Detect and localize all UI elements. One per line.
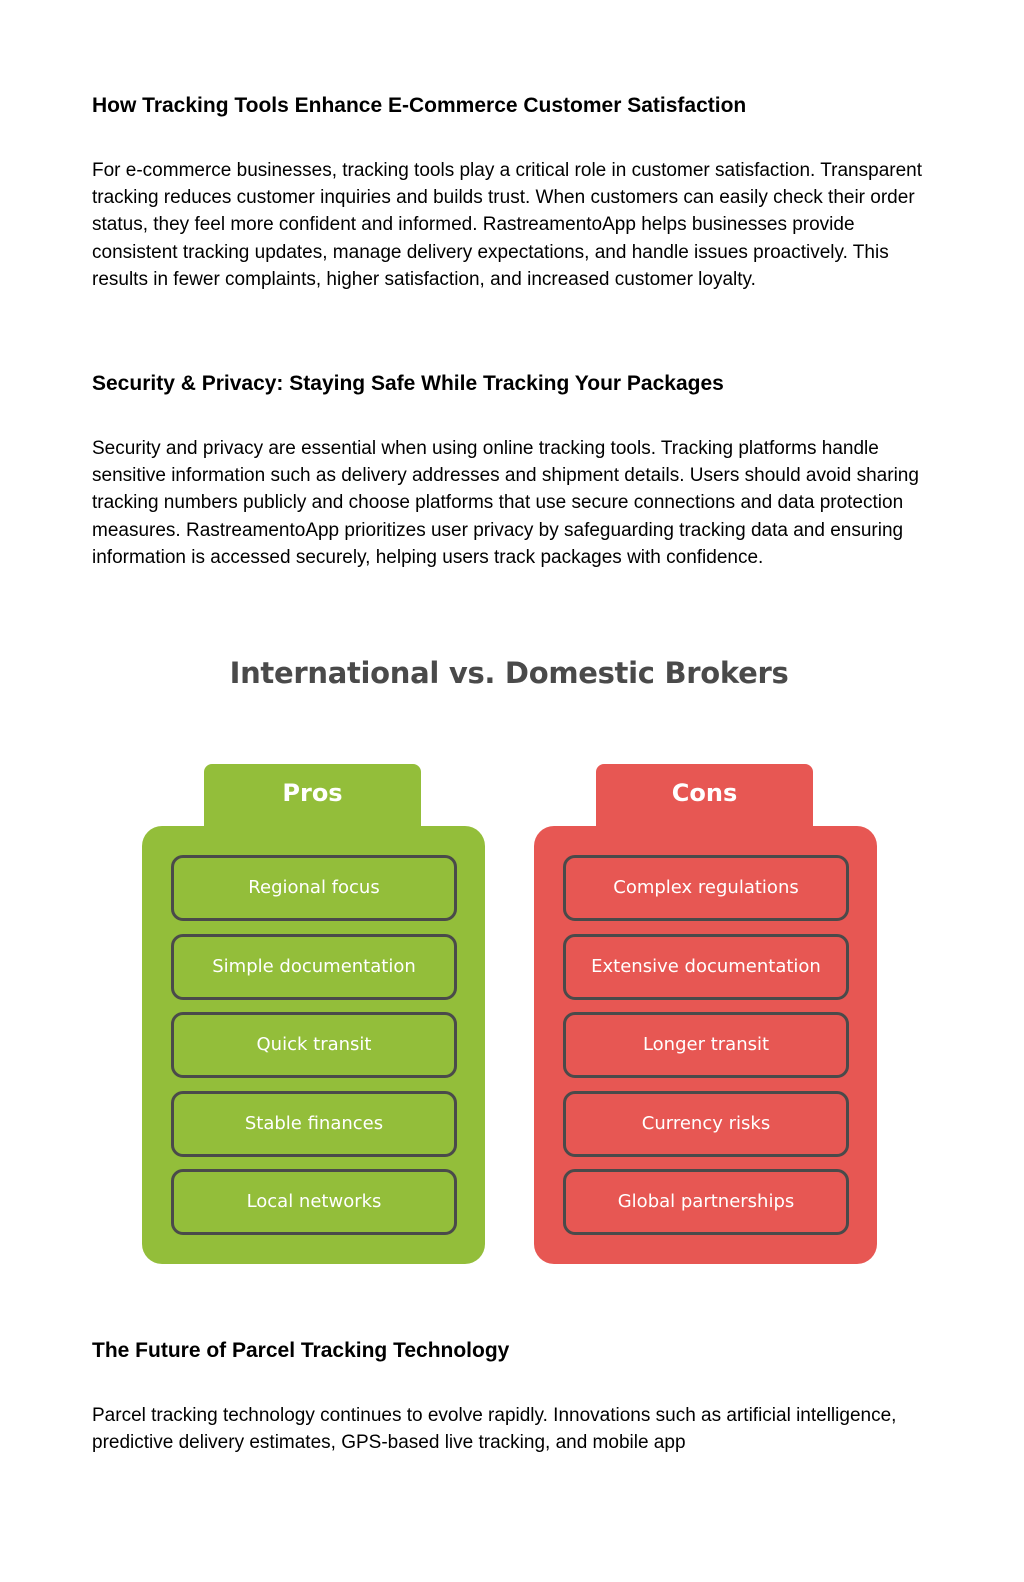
pros-header: Pros xyxy=(204,764,421,826)
pros-item: Regional focus xyxy=(171,855,457,921)
pros-item: Stable finances xyxy=(171,1091,457,1157)
cons-item: Global partnerships xyxy=(563,1169,849,1235)
cons-header: Cons xyxy=(596,764,813,826)
pros-item: Quick transit xyxy=(171,1012,457,1078)
section-paragraph-ecommerce: For e-commerce businesses, tracking tool… xyxy=(92,160,922,290)
section-heading-security: Security & Privacy: Staying Safe While T… xyxy=(92,372,724,395)
section-paragraph-future: Parcel tracking technology continues to … xyxy=(92,1405,897,1454)
section-heading-ecommerce: How Tracking Tools Enhance E-Commerce Cu… xyxy=(92,94,747,117)
infographic-title: International vs. Domestic Brokers xyxy=(229,656,789,690)
cons-item: Complex regulations xyxy=(563,855,849,921)
pros-item: Local networks xyxy=(171,1169,457,1235)
cons-item: Extensive documentation xyxy=(563,934,849,1000)
cons-item: Currency risks xyxy=(563,1091,849,1157)
cons-item: Longer transit xyxy=(563,1012,849,1078)
section-heading-future: The Future of Parcel Tracking Technology xyxy=(92,1339,510,1362)
pros-panel: Regional focus Simple documentation Quic… xyxy=(142,826,485,1264)
cons-panel: Complex regulations Extensive documentat… xyxy=(534,826,877,1264)
pros-item: Simple documentation xyxy=(171,934,457,1000)
pros-cons-infographic: International vs. Domestic Brokers Pros … xyxy=(0,640,1024,1280)
section-paragraph-security: Security and privacy are essential when … xyxy=(92,438,919,568)
